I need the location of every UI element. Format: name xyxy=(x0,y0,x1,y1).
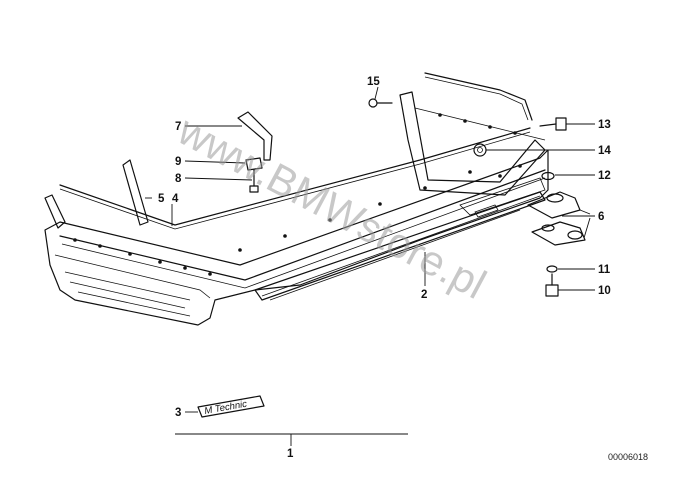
clip-9 xyxy=(245,157,263,171)
badge-m-technic: M Technic xyxy=(197,395,265,418)
reference-number: 00006018 xyxy=(608,452,648,462)
callout-9: 9 xyxy=(175,156,181,168)
bumper-end-left xyxy=(44,194,66,229)
callout-labels: 1 2 3 4 5 6 7 8 9 10 11 12 13 14 15 xyxy=(158,76,611,460)
washer-11 xyxy=(546,265,558,273)
upper-trim-rail xyxy=(424,72,533,121)
mount-6 xyxy=(527,191,586,246)
callout-14: 14 xyxy=(598,145,611,157)
callout-4: 4 xyxy=(172,193,179,205)
callout-6: 6 xyxy=(598,211,604,223)
callout-7: 7 xyxy=(175,121,181,133)
bolt-8 xyxy=(249,169,259,193)
callout-8: 8 xyxy=(175,173,182,185)
callout-13: 13 xyxy=(598,119,611,131)
badge-label: M Technic xyxy=(204,399,248,417)
callout-12: 12 xyxy=(598,170,611,182)
side-bracket-left xyxy=(122,159,149,226)
bumper-cover xyxy=(44,149,549,326)
bracket-7 xyxy=(237,111,273,161)
bolt-13 xyxy=(539,117,567,131)
bumper-carrier xyxy=(399,91,546,196)
washer-12 xyxy=(541,171,555,181)
screw-15 xyxy=(368,98,393,108)
callout-1: 1 xyxy=(287,448,294,460)
callout-11: 11 xyxy=(598,264,611,276)
bolt-10 xyxy=(545,273,559,297)
callout-5: 5 xyxy=(158,193,165,205)
callout-15: 15 xyxy=(367,76,380,88)
callout-10: 10 xyxy=(598,285,611,297)
callout-3: 3 xyxy=(175,407,181,419)
callout-2: 2 xyxy=(421,289,427,301)
trim-strip xyxy=(59,127,531,230)
nut-14 xyxy=(473,143,487,157)
leader-lines xyxy=(145,86,595,446)
